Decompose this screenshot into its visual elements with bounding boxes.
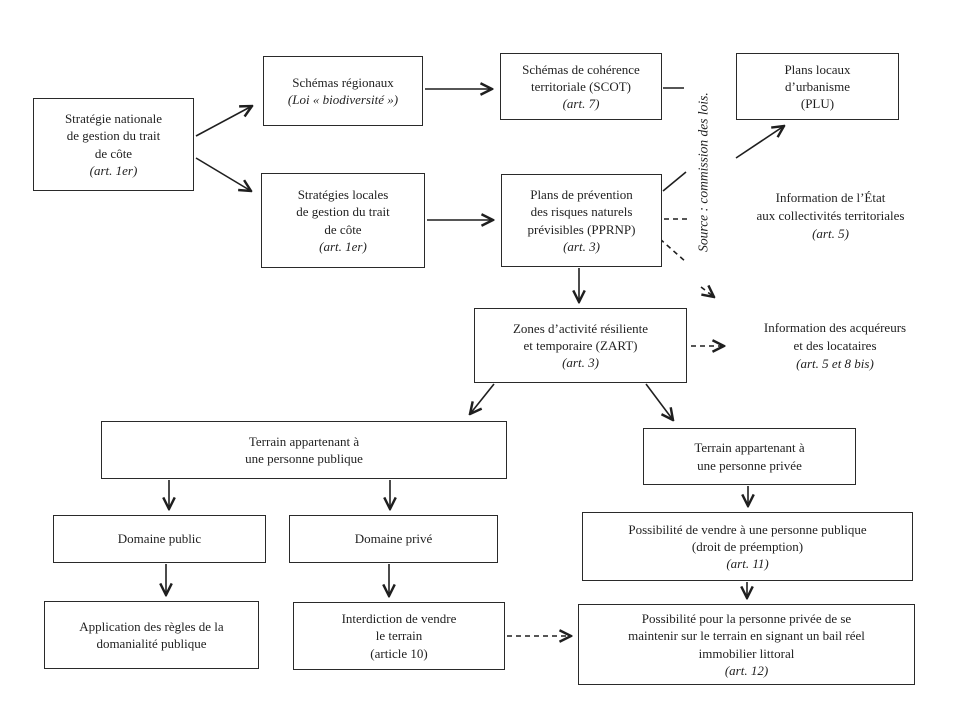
label-info-etat-text: Information de l’État aux collectivités … <box>756 190 905 223</box>
dashed-pprnp-diagonal-stub <box>659 238 687 263</box>
box-schemas-regionaux-note: (Loi « biodiversité ») <box>287 92 399 107</box>
box-strategies-locales: Stratégies locales de gestion du trait d… <box>261 173 425 268</box>
line-pprnp-up-stub <box>662 171 687 192</box>
box-terrain-public-text: Terrain appartenant à une personne publi… <box>245 433 363 466</box>
box-scot-text: Schémas de cohérence territoriale (SCOT) <box>522 61 640 94</box>
box-application-regles: Application des règles de la domanialité… <box>44 601 259 669</box>
box-pprnp-note: (art. 3) <box>563 238 600 254</box>
box-domaine-prive: Domaine privé <box>289 515 498 563</box>
box-bail-reel-text: Possibilité pour la personne privée de s… <box>628 611 865 661</box>
box-interdiction-vendre: Interdiction de vendre le terrain (artic… <box>293 602 505 670</box>
box-application-regles-text: Application des règles de la domanialité… <box>79 618 224 651</box>
box-zart-note: (art. 3) <box>562 355 599 371</box>
box-domaine-public: Domaine public <box>53 515 266 563</box>
box-strategie-nationale-note: (art. 1er) <box>89 162 138 178</box>
arrow-zart-to-terrain-public <box>470 383 495 414</box>
box-plu-text: Plans locaux d’urbanisme (PLU) <box>784 61 851 112</box>
box-terrain-public: Terrain appartenant à une personne publi… <box>101 421 507 479</box>
box-domaine-public-text: Domaine public <box>117 531 202 547</box>
box-pprnp-text: Plans de prévention des risques naturels… <box>527 187 636 237</box>
box-possibilite-vendre-note: (art. 11) <box>726 556 769 572</box>
box-possibilite-vendre-text: Possibilité de vendre à une personne pub… <box>628 521 867 554</box>
box-plu: Plans locaux d’urbanisme (PLU) <box>736 53 899 120</box>
arrow-to-plu <box>735 126 784 159</box>
box-bail-reel-note: (art. 12) <box>724 662 769 678</box>
arrow-nationale-to-locales <box>195 157 251 191</box>
box-strategies-locales-text: Stratégies locales de gestion du trait d… <box>296 187 390 237</box>
box-terrain-prive: Terrain appartenant à une personne privé… <box>643 428 856 485</box>
box-schemas-regionaux: Schémas régionaux (Loi « biodiversité ») <box>263 56 423 126</box>
box-scot: Schémas de cohérence territoriale (SCOT)… <box>500 53 662 120</box>
label-info-acquereurs: Information des acquéreurs et des locata… <box>735 319 935 373</box>
label-info-acquereurs-text: Information des acquéreurs et des locata… <box>763 320 907 353</box>
box-schemas-regionaux-text: Schémas régionaux <box>292 74 394 90</box>
box-interdiction-vendre-text: Interdiction de vendre le terrain (artic… <box>341 611 457 661</box>
box-terrain-prive-text: Terrain appartenant à une personne privé… <box>694 440 805 473</box>
arrow-zart-to-terrain-prive <box>645 383 673 420</box>
box-strategie-nationale: Stratégie nationale de gestion du trait … <box>33 98 194 191</box>
label-info-etat-note: (art. 5) <box>812 225 849 241</box>
box-strategie-nationale-text: Stratégie nationale de gestion du trait … <box>64 111 163 161</box>
box-possibilite-vendre: Possibilité de vendre à une personne pub… <box>582 512 913 581</box>
box-bail-reel: Possibilité pour la personne privée de s… <box>578 604 915 685</box>
box-domaine-prive-text: Domaine privé <box>354 531 433 547</box>
box-zart-text: Zones d’activité résiliente et temporair… <box>512 320 648 353</box>
label-info-acquereurs-note: (art. 5 et 8 bis) <box>796 355 874 371</box>
label-info-etat: Information de l’État aux collectivités … <box>733 189 928 243</box>
box-strategies-locales-note: (art. 1er) <box>319 238 367 254</box>
box-scot-note: (art. 7) <box>562 96 600 112</box>
box-zart: Zones d’activité résiliente et temporair… <box>474 308 687 383</box>
source-attribution: Source : commission des lois. <box>695 92 711 252</box>
box-pprnp: Plans de prévention des risques naturels… <box>501 174 662 267</box>
arrow-nationale-to-regionaux <box>195 106 252 137</box>
